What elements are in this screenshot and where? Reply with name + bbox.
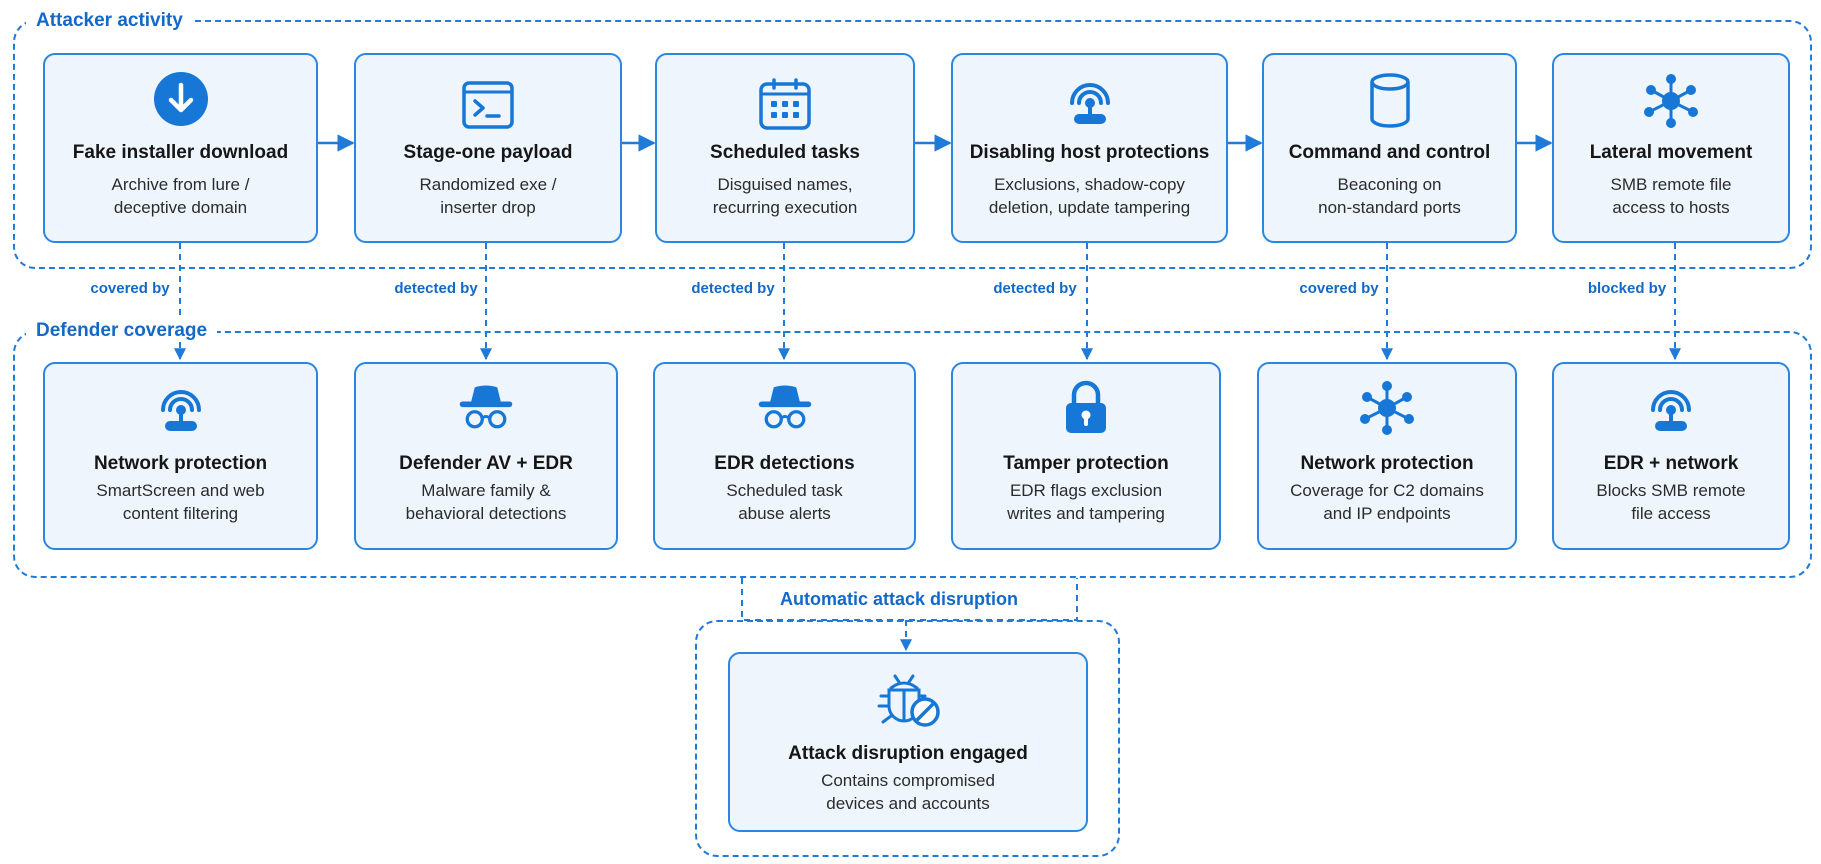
edge-label-1: covered by — [90, 280, 170, 297]
spy-icon — [456, 378, 516, 438]
card-title: EDR detections — [714, 453, 855, 474]
spy-icon — [755, 378, 815, 438]
card-description: Randomized exe /inserter drop — [419, 175, 557, 217]
disruption-card[interactable]: Attack disruption engaged Contains compr… — [728, 652, 1088, 832]
disruption-label: Automatic attack disruption — [770, 588, 1029, 610]
bug-block-icon — [873, 668, 943, 730]
card-title: Tamper protection — [1003, 453, 1169, 474]
card-title: Network protection — [1300, 453, 1474, 474]
defender-card-network-c2[interactable]: Network protection Coverage for C2 domai… — [1257, 362, 1517, 550]
lock-icon — [1056, 378, 1116, 438]
attacker-activity-label: Attacker activity — [26, 10, 193, 32]
card-title: Stage-one payload — [403, 142, 573, 163]
network-icon — [1357, 378, 1417, 438]
card-title: Lateral movement — [1589, 142, 1753, 163]
attacker-card-scheduled-tasks[interactable]: Scheduled tasks Disguised names,recurrin… — [655, 53, 915, 243]
broadcast-icon — [1641, 378, 1701, 438]
defender-coverage-group — [13, 331, 1812, 578]
edge-label-6: blocked by — [1587, 280, 1667, 297]
edge-label-4: detected by — [993, 280, 1077, 297]
defender-card-av-edr[interactable]: Defender AV + EDR Malware family &behavi… — [354, 362, 618, 550]
disruption-group — [695, 620, 1120, 857]
card-description: Malware family &behavioral detections — [405, 481, 567, 523]
network-icon — [1641, 71, 1701, 131]
card-description: Disguised names,recurring execution — [712, 175, 858, 217]
card-title: Command and control — [1288, 142, 1491, 163]
broadcast-icon — [151, 378, 211, 438]
attacker-activity-group — [13, 20, 1812, 269]
attacker-card-stage-one[interactable]: Stage-one payload Randomized exe /insert… — [354, 53, 622, 243]
download-icon — [151, 69, 211, 129]
card-title: Attack disruption engaged — [788, 743, 1028, 764]
card-title: Disabling host protections — [969, 142, 1210, 163]
card-title: EDR + network — [1603, 453, 1739, 474]
calendar-icon — [755, 75, 815, 135]
terminal-icon — [458, 75, 518, 135]
defender-coverage-label: Defender coverage — [26, 320, 218, 342]
card-title: Fake installer download — [72, 142, 289, 163]
edge-label-3: detected by — [691, 280, 775, 297]
attacker-card-fake-installer[interactable]: Fake installer download Archive from lur… — [43, 53, 318, 243]
card-title: Scheduled tasks — [710, 142, 860, 163]
broadcast-icon — [1060, 71, 1120, 131]
edge-label-5: covered by — [1299, 280, 1379, 297]
card-title: Network protection — [93, 453, 268, 474]
card-description: Archive from lure /deceptive domain — [111, 175, 250, 217]
database-icon — [1360, 71, 1420, 131]
card-title: Defender AV + EDR — [399, 453, 573, 474]
edge-label-2: detected by — [394, 280, 478, 297]
attacker-card-disabling-protections[interactable]: Disabling host protections Exclusions, s… — [951, 53, 1228, 243]
